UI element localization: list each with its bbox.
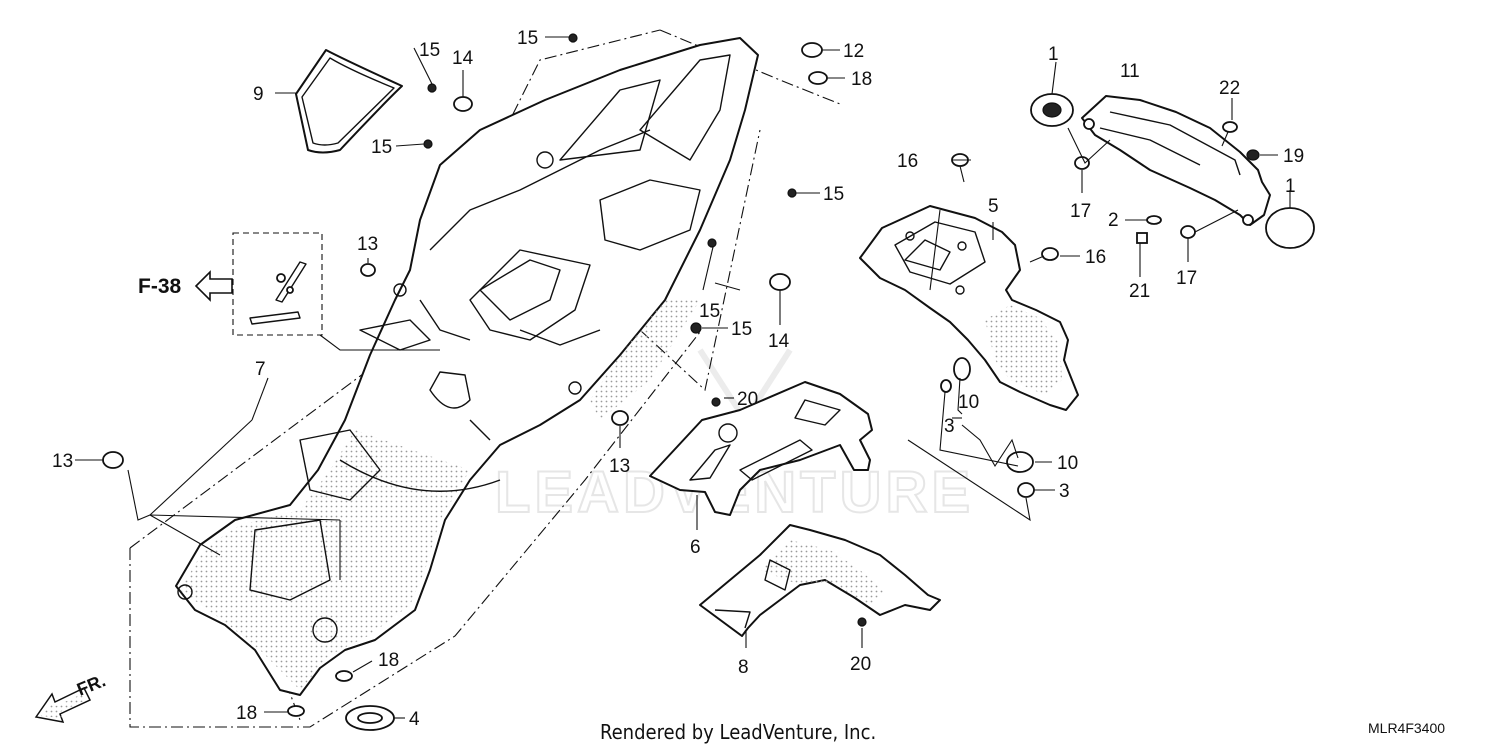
callout-15-b: 15 [371,137,392,158]
callout-10-lower: 10 [1057,453,1078,474]
callout-8: 8 [738,657,749,678]
front-direction-arrow: FR. [34,670,108,723]
callout-1-left: 1 [1048,44,1059,65]
rear-fender-assembly [175,37,759,696]
callout-18-middle: 18 [378,650,399,671]
callout-15-f: 15 [731,319,752,340]
callout-7: 7 [255,359,266,380]
inner-fender-part-8 [699,524,941,637]
direction-label: FR. [74,670,108,699]
diagram-code: MLR4F3400 [1368,720,1445,736]
license-bracket-part-5 [859,205,1079,411]
bracket-part-11 [1081,95,1271,226]
leader-lines [75,36,1291,719]
callout-1-right: 1 [1285,176,1296,197]
callout-18-lower: 18 [236,703,257,724]
callout-5: 5 [988,196,999,217]
callout-10-upper: 10 [958,392,979,413]
callout-20-upper: 20 [737,389,758,410]
callout-14-lower: 14 [768,331,790,352]
callout-12: 12 [843,41,864,62]
callout-3-upper: 3 [944,416,955,437]
callout-22: 22 [1219,78,1240,99]
callout-19: 19 [1283,146,1304,167]
reference-label: F-38 [138,275,182,298]
callout-labels: 1 1 2 3 3 4 5 6 7 8 9 10 10 11 12 13 13 … [52,28,1304,730]
callout-13-center: 13 [357,234,378,255]
reference-arrow: F-38 [138,270,233,302]
callout-17-right: 17 [1176,268,1197,289]
callout-2: 2 [1108,210,1119,231]
license-bracket-inset [232,232,440,351]
callout-17-left: 17 [1070,201,1091,222]
callout-15-a: 15 [419,40,440,61]
bracket-part-6 [649,381,873,516]
callout-11: 11 [1120,61,1140,82]
callout-4: 4 [409,709,420,730]
callout-20-lower: 20 [850,654,871,675]
callout-15-c: 15 [517,28,538,49]
callout-16-lower: 16 [1085,247,1106,268]
callout-18-upper: 18 [851,69,872,90]
callout-16-upper: 16 [897,151,918,172]
callout-3-lower: 3 [1059,481,1070,502]
credit-text: Rendered by LeadVenture, Inc. [600,720,876,744]
callout-15-d: 15 [823,184,844,205]
callout-15-e: 15 [699,301,720,322]
callout-9: 9 [253,84,264,105]
seal-part-9 [295,49,403,154]
callout-13-left: 13 [52,451,73,472]
callout-6: 6 [690,537,701,558]
callout-14-upper: 14 [452,48,474,69]
callout-21: 21 [1129,281,1150,302]
callout-13-lower: 13 [609,456,630,477]
